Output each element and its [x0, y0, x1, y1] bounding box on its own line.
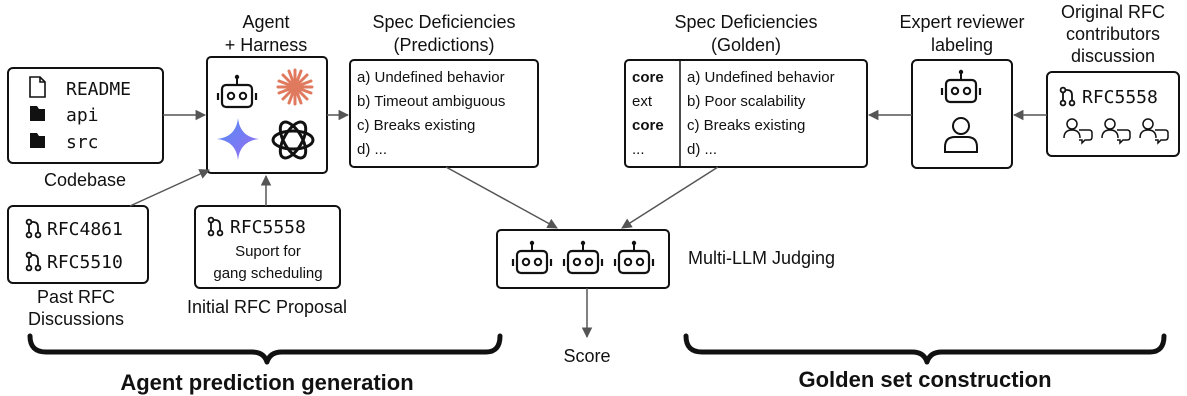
- contributors-box: [1046, 71, 1180, 157]
- contributors-title: contributors: [1066, 24, 1160, 44]
- predictions-subtitle: (Predictions): [393, 35, 494, 55]
- left-brace: [27, 333, 503, 365]
- contributors-title: Original RFC: [1061, 2, 1165, 22]
- golden-tag: core: [632, 117, 664, 134]
- codebase-item-readme: README: [66, 79, 131, 100]
- golden-title: Spec Deficiencies: [674, 12, 817, 32]
- predictions-title: Spec Deficiencies: [372, 12, 515, 32]
- reviewer-subtitle: labeling: [931, 35, 993, 55]
- section-right-label: Golden set construction: [798, 367, 1051, 392]
- past-rfcs-caption: Discussions: [28, 309, 124, 329]
- right-brace: [683, 333, 1167, 365]
- prediction-item: c) Breaks existing: [357, 117, 475, 134]
- gemini-logo-icon: [217, 118, 259, 160]
- connector-arrows: [129, 109, 1047, 339]
- agent-harness-box: [206, 56, 328, 174]
- contributors-title: discussion: [1071, 46, 1155, 66]
- claude-logo-icon: [276, 68, 314, 106]
- agent-subtitle: + Harness: [225, 35, 308, 55]
- initial-proposal-caption: Initial RFC Proposal: [187, 297, 347, 317]
- initial-proposal-desc: Suport for: [235, 243, 301, 260]
- file-icon: [29, 76, 46, 98]
- contributors-rfc: RFC5558: [1082, 87, 1158, 108]
- openai-logo-icon: [271, 120, 315, 160]
- initial-proposal-box: [194, 205, 341, 289]
- prediction-item: a) Undefined behavior: [357, 69, 505, 86]
- golden-subtitle: (Golden): [711, 35, 781, 55]
- score-label: Score: [563, 346, 610, 366]
- prediction-item: b) Timeout ambiguous: [357, 93, 505, 110]
- section-left-label: Agent prediction generation: [120, 370, 413, 395]
- codebase-item-src: src: [66, 132, 99, 153]
- golden-item: c) Breaks existing: [687, 117, 805, 134]
- golden-tag: core: [632, 69, 664, 86]
- predictions-box: [349, 59, 539, 168]
- prediction-item: d) ...: [357, 141, 387, 158]
- codebase-caption: Codebase: [44, 170, 126, 190]
- past-rfcs-box: [7, 205, 149, 284]
- past-rfc-item: RFC5510: [47, 252, 123, 273]
- past-rfc-item: RFC4861: [47, 219, 123, 240]
- initial-proposal-desc: gang scheduling: [213, 265, 322, 282]
- reviewer-box: [911, 59, 1013, 169]
- reviewer-title: Expert reviewer: [899, 12, 1024, 32]
- agent-title: Agent: [242, 12, 289, 32]
- golden-item: b) Poor scalability: [687, 93, 806, 110]
- golden-box: [624, 59, 868, 168]
- folder-icon: [30, 106, 45, 121]
- folder-icon: [30, 133, 45, 148]
- golden-item: d) ...: [687, 141, 717, 158]
- golden-tag: ext: [632, 93, 653, 110]
- judging-box: [496, 229, 670, 289]
- past-rfcs-caption: Past RFC: [37, 287, 115, 307]
- judging-label: Multi-LLM Judging: [688, 248, 835, 268]
- golden-tag: ...: [632, 141, 645, 158]
- initial-proposal-rfc: RFC5558: [230, 217, 306, 238]
- codebase-item-api: api: [66, 105, 99, 126]
- person-icon: [944, 117, 978, 153]
- golden-item: a) Undefined behavior: [687, 69, 835, 86]
